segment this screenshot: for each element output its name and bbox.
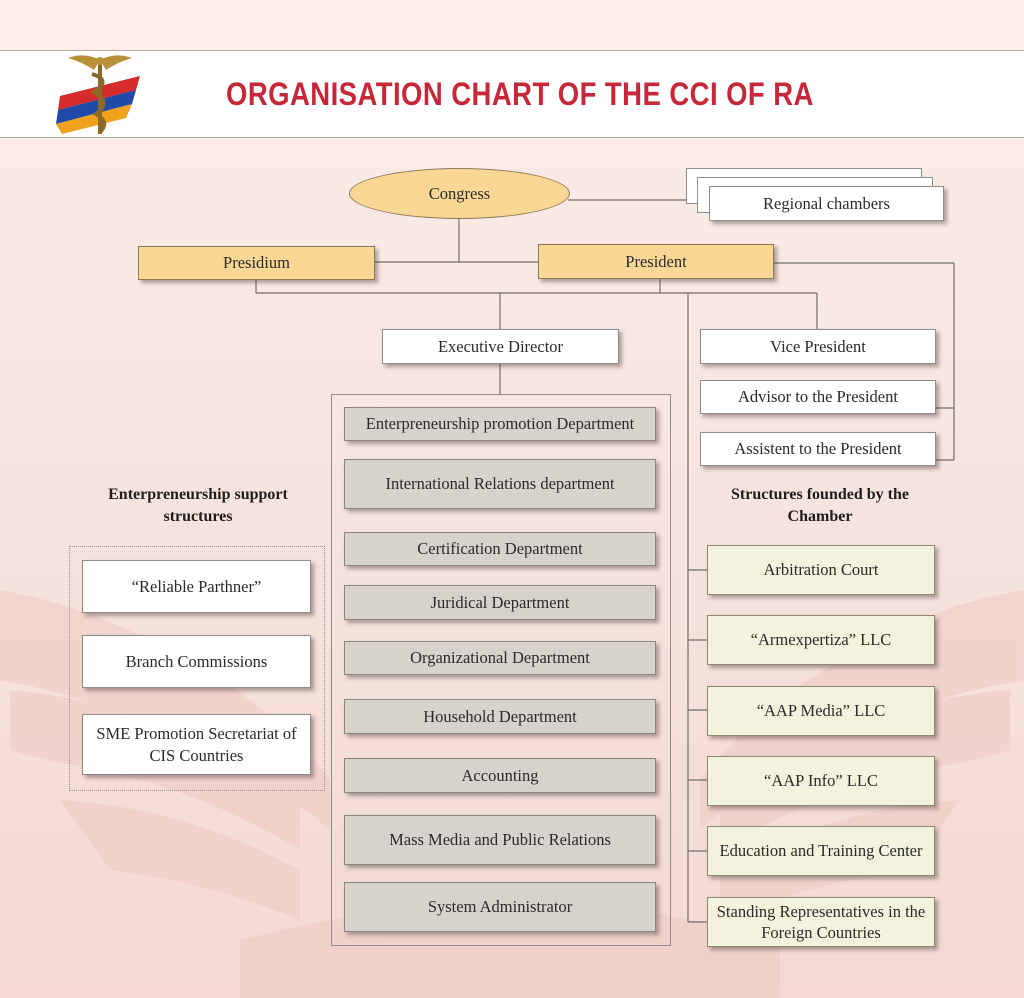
founded-structure-box: “AAP Info” LLC [707, 756, 935, 806]
founded-structure-box: Standing Representatives in the Foreign … [707, 897, 935, 947]
founded-structure-box: “AAP Media” LLC [707, 686, 935, 736]
department-box: System Administrator [344, 882, 656, 932]
department-box: Enterpreneurship promotion Department [344, 407, 656, 441]
department-box: Certification Department [344, 532, 656, 566]
page-title: ORGANISATION CHART OF THE CCI OF RA [226, 76, 814, 112]
support-structures-heading: Enterpreneurship support structures [108, 486, 288, 526]
support-structure-box: “Reliable Parthner” [82, 560, 311, 613]
executive-director-node: Executive Director [382, 329, 619, 364]
support-structure-box: Branch Commissions [82, 635, 311, 688]
founded-structures-heading: Structures founded by the Chamber [731, 486, 909, 526]
founded-structure-box: “Armexpertiza” LLC [707, 615, 935, 665]
department-box: Household Department [344, 699, 656, 734]
founded-structure-box: Arbitration Court [707, 545, 935, 595]
assistant-node: Assistent to the President [700, 432, 936, 466]
header-band [0, 50, 1024, 138]
support-structures-frame [69, 546, 325, 791]
congress-node: Congress [349, 168, 570, 219]
department-box: Mass Media and Public Relations [344, 815, 656, 865]
departments-frame [331, 394, 671, 946]
department-box: Organizational Department [344, 641, 656, 675]
founded-structure-box: Education and Training Center [707, 826, 935, 876]
president-node: President [538, 244, 774, 279]
advisor-node: Advisor to the President [700, 380, 936, 414]
cci-logo-icon [56, 55, 140, 134]
presidium-node: Presidium [138, 246, 375, 280]
department-box: Accounting [344, 758, 656, 793]
support-structure-box: SME Promotion Secretariat of CIS Countri… [82, 714, 311, 775]
vice-president-node: Vice President [700, 329, 936, 364]
department-box: Juridical Department [344, 585, 656, 620]
regional-chambers-node: Regional chambers [709, 186, 944, 221]
department-box: International Relations department [344, 459, 656, 509]
